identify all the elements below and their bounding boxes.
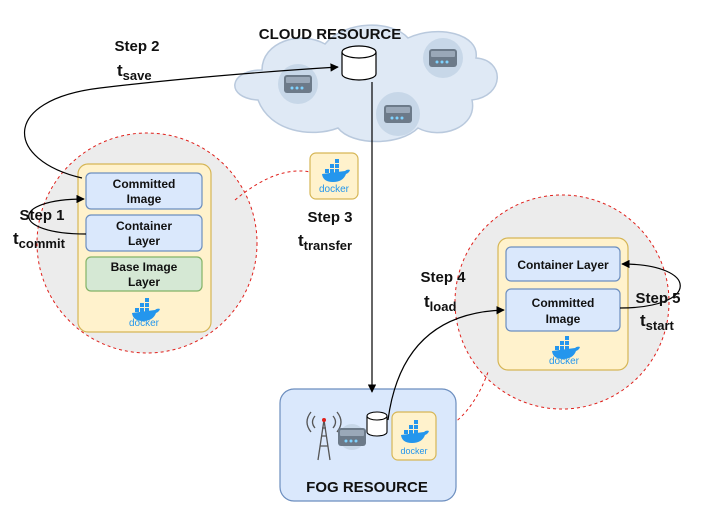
arrow-load [387,306,505,421]
step-4-time: tload [424,292,456,314]
cloud-resource: CLOUD RESOURCE [234,24,498,143]
step-5-title: Step 5 [635,290,680,307]
fog-title: FOG RESOURCE [306,479,428,496]
fog-server-icon [338,424,366,450]
cloud-server-icon-3 [376,92,420,136]
left-bubble-tail [234,170,311,201]
right-committed-line2: Image [546,312,581,326]
step-5-sub: start [646,318,675,333]
step-2-label: Step 2 tsave [114,38,159,83]
fog-docker-badge: docker [391,411,437,461]
right-container-label: Container Layer [517,258,609,272]
left-base-image-box [85,256,203,292]
step-1-time: tcommit [13,229,66,251]
step-4-label: Step 4 tload [420,269,466,314]
step-1-label: Step 1 tcommit [13,207,66,251]
step-2-time: tsave [117,61,152,83]
left-container-line2: Layer [128,234,160,248]
step-3-label: Step 3 ttransfer [298,209,353,253]
transfer-docker-text: docker [319,184,350,195]
arrow-save [24,63,339,179]
left-base-line2: Layer [128,275,160,289]
step-4-title: Step 4 [420,269,466,286]
step-2-t: t [117,61,123,80]
cloud-server-icon-1 [278,64,318,104]
antenna-tower-icon [306,411,342,461]
right-docker-text: docker [549,356,580,367]
step-1-t: t [13,229,19,248]
step-1-sub: commit [19,236,66,251]
step-3-time: ttransfer [298,231,352,253]
right-docker-logo: docker [549,336,580,367]
left-docker-text: docker [129,318,160,329]
fog-docker-text: docker [400,446,427,456]
step-3-title: Step 3 [307,209,352,226]
left-committed-image-box [85,172,203,210]
left-base-line1: Base Image [111,260,178,274]
right-committed-image-box [505,288,621,332]
left-container-line1: Container [116,219,172,233]
cloud-server-icon-2 [423,38,463,78]
step-1-title: Step 1 [19,207,64,224]
step-5-t: t [640,311,646,330]
transfer-docker-badge: docker [309,152,359,200]
step-3-t: t [298,231,304,250]
right-committed-line1: Committed [532,296,595,310]
fog-resource: docker FOG RESOURCE [279,388,457,502]
fog-storage-icon [366,411,388,437]
cloud-storage-icon [341,45,377,81]
left-docker-logo: docker [129,298,160,329]
left-committed-line1: Committed [113,177,176,191]
step-5-label: Step 5 tstart [635,290,680,333]
step-4-sub: load [430,299,457,314]
left-bubble: Committed Image Container Layer Base Ima… [36,132,311,354]
arrow-commit [28,194,87,235]
step-5-time: tstart [640,311,675,333]
step-3-sub: transfer [304,238,352,253]
step-2-sub: save [123,68,152,83]
cloud-title: CLOUD RESOURCE [259,26,402,43]
right-container-layer-box [505,246,621,282]
step-2-title: Step 2 [114,38,159,55]
arrow-start [619,259,681,309]
step-4-t: t [424,292,430,311]
right-bubble: Container Layer Committed Image docker [436,194,670,433]
left-container-layer-box [85,214,203,252]
left-committed-line2: Image [127,192,162,206]
